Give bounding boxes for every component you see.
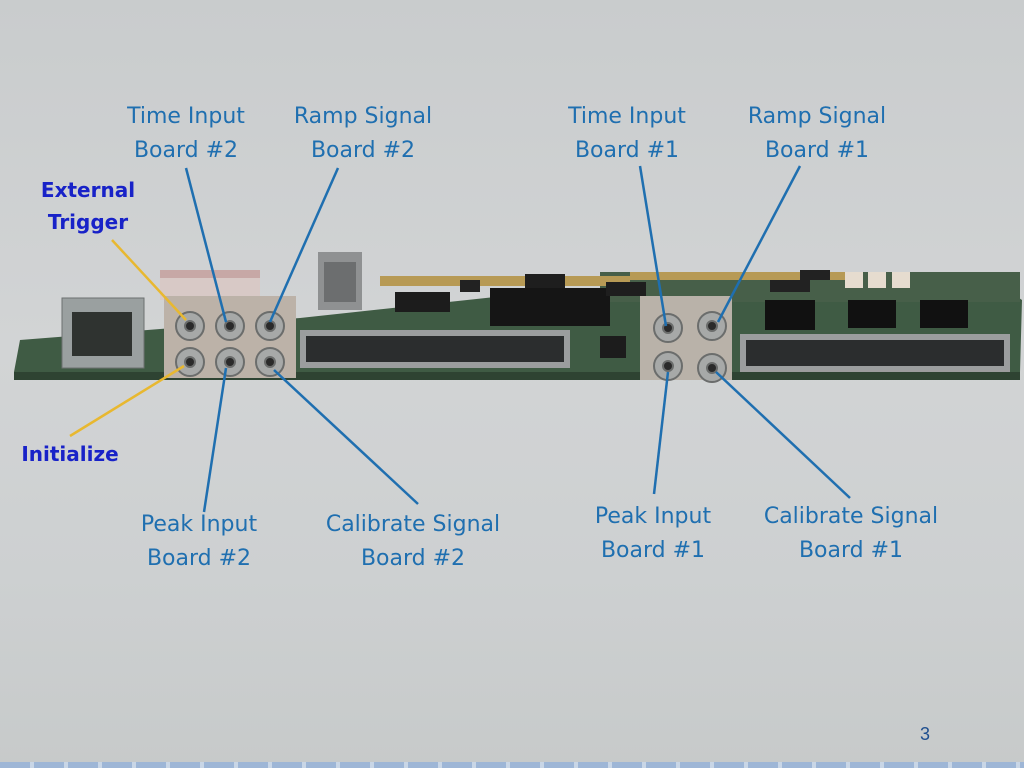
pointer-lines [69,165,851,513]
pointer-peak-input-1 [652,371,670,495]
label-calibrate-signal-board-1: Calibrate Signal Board #1 [763,504,939,563]
label-time-input-board-1: Time Input Board #1 [568,104,686,163]
label-ramp-signal-board-1: Ramp Signal Board #1 [747,104,887,163]
label-external-trigger: External Trigger [40,178,136,234]
pcb-board [14,252,1022,380]
label-peak-input-board-1: Peak Input Board #1 [594,504,712,563]
label-initialize: Initialize [21,442,119,466]
label-calibrate-signal-board-2: Calibrate Signal Board #2 [325,512,501,571]
pointer-calibrate-signal-1 [715,371,851,499]
pointer-time-input-1 [638,165,668,327]
pointer-time-input-2 [184,167,228,323]
pointer-peak-input-2 [202,367,228,513]
slide-page-number: 3 [920,724,931,744]
pointer-ramp-signal-1 [716,165,802,323]
pointer-initialize [69,364,185,438]
pointer-ramp-signal-2 [268,167,340,323]
pointer-external-trigger [111,239,187,321]
label-ramp-signal-board-2: Ramp Signal Board #2 [293,104,433,163]
pointer-calibrate-signal-2 [273,369,419,505]
footer-decoration-bar [0,762,1024,768]
label-time-input-board-2: Time Input Board #2 [127,104,245,163]
label-peak-input-board-2: Peak Input Board #2 [140,512,258,571]
